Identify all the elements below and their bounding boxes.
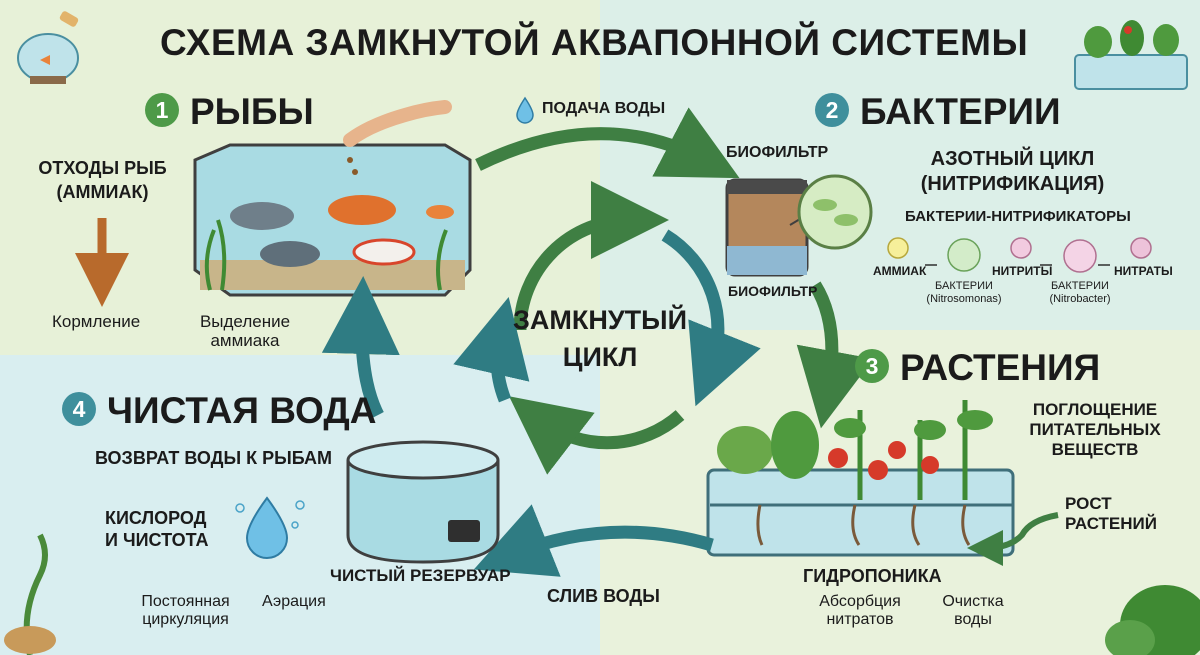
plant-bed-icon — [1074, 20, 1188, 90]
section-number-3: 3 — [855, 349, 889, 383]
cleaning-line-1: Очистка — [942, 593, 1004, 610]
water-supply-label: ПОДАЧА ВОДЫ — [542, 100, 666, 117]
circulation-line-1: Постоянная — [141, 593, 230, 610]
biofilter-icon — [725, 174, 873, 277]
water-drain-label: СЛИВ ВОДЫ — [547, 586, 660, 606]
aquarium-icon — [193, 100, 472, 297]
central-cycle — [453, 181, 761, 475]
page-title: СХЕМА ЗАМКНУТОЙ АКВАПОННОЙ СИСТЕМЫ — [160, 22, 1029, 63]
aeration-label: Аэрация — [262, 593, 326, 610]
return-water-arrow — [321, 276, 400, 418]
uptake-line-2: ПИТАТЕЛЬНЫХ — [1029, 420, 1161, 439]
chain-bacteria2-line-1: БАКТЕРИИ — [1051, 280, 1109, 292]
chain-bacteria1-line-1: БАКТЕРИИ — [935, 280, 993, 292]
return-water-label: ВОЗВРАТ ВОДЫ К РЫБАМ — [95, 448, 332, 468]
nitrogen-cycle-line-2: (НИТРИФИКАЦИЯ) — [920, 173, 1105, 195]
nitrogen-chain — [887, 237, 1152, 273]
section-number-4: 4 — [62, 392, 96, 426]
plants-heading: РАСТЕНИЯ — [900, 347, 1101, 388]
ammonia-release-line-2: аммиака — [210, 331, 280, 350]
biofilter-to-plants-arrow — [796, 281, 874, 429]
chain-ammonia: АММИАК — [873, 264, 927, 278]
fish-waste-line-1: ОТХОДЫ РЫБ — [38, 158, 167, 178]
uptake-line-3: ВЕЩЕСТВ — [1051, 440, 1139, 459]
reservoir-icon — [346, 440, 500, 564]
fish-waste-line-2: (АММИАК) — [56, 182, 149, 202]
water-drop-icon — [235, 496, 305, 559]
chain-bacteria2-line-2: (Nitrobacter) — [1049, 293, 1111, 305]
cleaning-line-2: воды — [954, 611, 992, 628]
fish-heading: РЫБЫ — [190, 91, 314, 132]
oxygen-line-1: КИСЛОРОД — [105, 508, 207, 528]
oxygen-line-2: И ЧИСТОТА — [105, 530, 209, 550]
section-number-1: 1 — [145, 93, 179, 127]
hydroponics-label: ГИДРОПОНИКА — [803, 566, 942, 586]
fishbowl-icon — [17, 11, 79, 84]
center-label-line-1: ЗАМКНУТЫЙ — [512, 305, 687, 335]
leaf-corner-icon — [1105, 585, 1200, 655]
chain-nitrates: НИТРАТЫ — [1114, 264, 1173, 278]
water-drain-arrow — [473, 504, 714, 577]
feeding-label: Кормление — [52, 312, 141, 331]
nitrifiers-label: БАКТЕРИИ-НИТРИФИКАТОРЫ — [905, 208, 1131, 225]
biofilter-bottom-label: БИОФИЛЬТР — [728, 283, 818, 299]
small-drop-icon — [516, 96, 534, 124]
uptake-line-1: ПОГЛОЩЕНИЕ — [1032, 400, 1158, 419]
chain-nitrites: НИТРИТЫ — [992, 264, 1053, 278]
bacteria-heading: БАКТЕРИИ — [860, 91, 1061, 132]
ammonia-release-line-1: Выделение — [199, 312, 291, 331]
absorption-line-1: Абсорбция — [819, 593, 901, 610]
absorption-line-2: нитратов — [826, 611, 894, 628]
plant-growth-arrow — [967, 512, 1059, 566]
chain-bacteria1-line-2: (Nitrosomonas) — [926, 293, 1002, 305]
seaweed-icon — [4, 533, 56, 655]
hydroponics-icon — [706, 400, 1015, 557]
growth-line-1: РОСТ — [1065, 494, 1112, 513]
section-number-2: 2 — [815, 93, 849, 127]
biofilter-top-label: БИОФИЛЬТР — [726, 144, 829, 161]
growth-line-2: РАСТЕНИЙ — [1065, 514, 1157, 533]
reservoir-label: ЧИСТЫЙ РЕЗЕРВУАР — [330, 566, 511, 585]
clean-water-heading: ЧИСТАЯ ВОДА — [107, 390, 377, 431]
center-label-line-2: ЦИКЛ — [562, 342, 638, 372]
nitrogen-cycle-line-1: АЗОТНЫЙ ЦИКЛ — [930, 148, 1095, 170]
water-supply-arrow — [475, 107, 740, 179]
circulation-line-2: циркуляция — [142, 611, 229, 628]
